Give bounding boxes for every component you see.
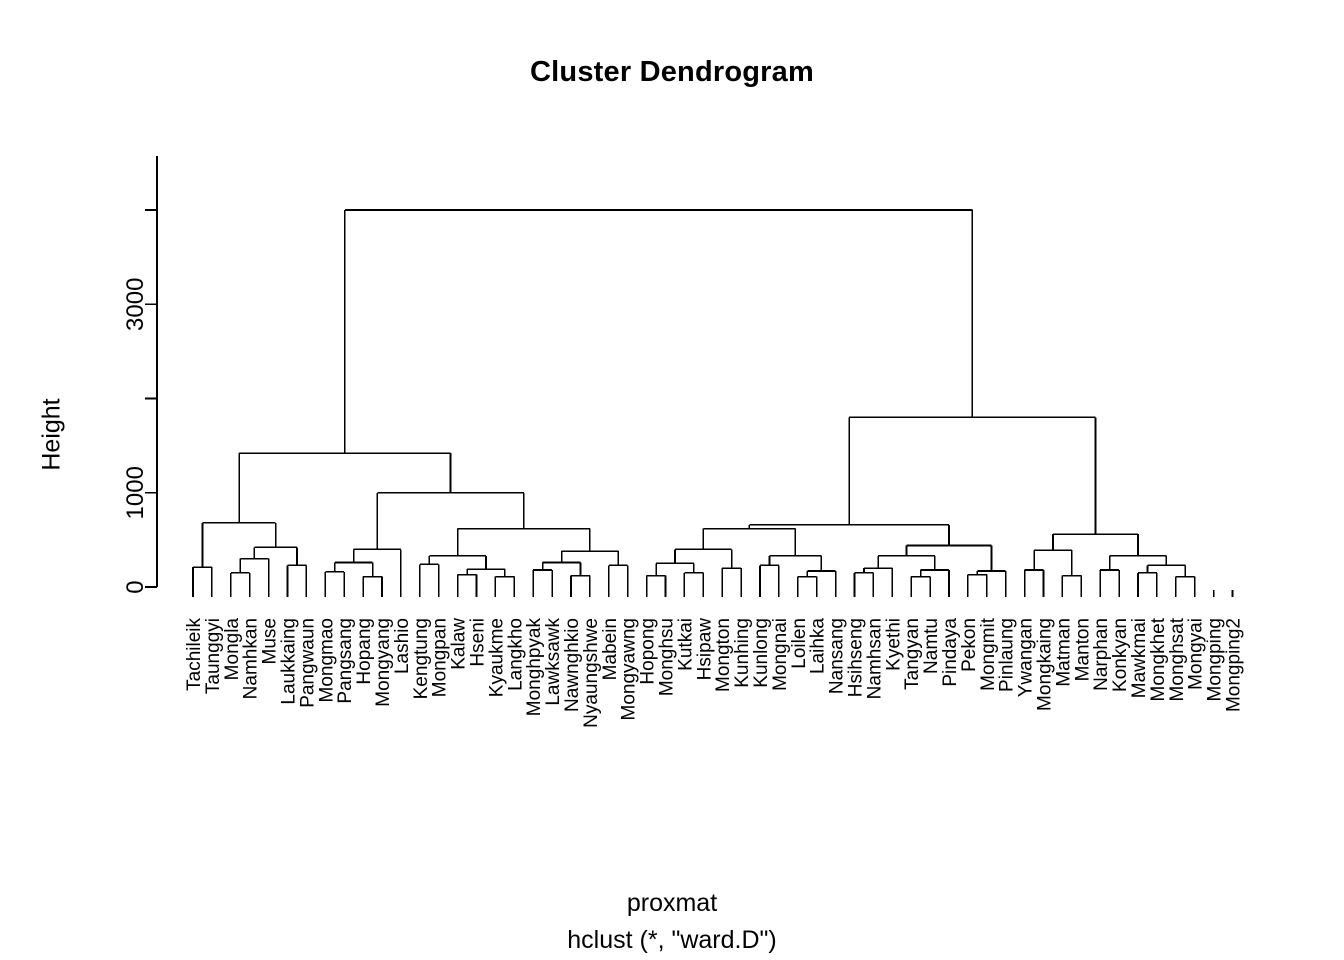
leaf-label: Manton xyxy=(1072,618,1093,681)
leaf-label: Langkho xyxy=(505,618,526,691)
caption-dataset: proxmat xyxy=(626,889,718,917)
leaf-label: Nyaungshwe xyxy=(581,618,602,728)
leaf-label: Mongping2 xyxy=(1224,618,1245,712)
leaf-label: Konkyan xyxy=(1110,618,1131,692)
leaf-label: Mongkaing xyxy=(1035,618,1056,711)
leaf-label: Pangwaun xyxy=(297,618,318,708)
leaf-label: Mongyawng xyxy=(619,618,640,720)
leaf-label: Mabein xyxy=(600,618,621,680)
leaf-label: Kutkai xyxy=(675,618,696,671)
y-axis-tick-label: 1000 xyxy=(122,466,149,519)
leaf-label: Mawkmai xyxy=(1129,618,1150,698)
leaf-label: Monghsat xyxy=(1167,617,1188,701)
page-title: Cluster Dendrogram xyxy=(530,56,814,88)
leaf-label: Mongkhet xyxy=(1148,617,1169,701)
leaf-label: Mongmao xyxy=(316,618,337,703)
leaf-label: Mongton xyxy=(713,618,734,692)
leaf-label: Pinlaung xyxy=(997,618,1018,692)
leaf-label: Lashio xyxy=(392,618,413,674)
leaf-label: Namhkan xyxy=(241,618,262,699)
leaf-label: Hopang xyxy=(354,618,375,685)
leaf-label: Monghsu xyxy=(657,618,678,696)
leaf-label: Matman xyxy=(1053,618,1074,687)
leaf-label: Nansang xyxy=(827,618,848,694)
leaf-label: Kunlong xyxy=(751,618,772,688)
leaf-label: Kengtung xyxy=(411,618,432,699)
leaf-label: Namhsan xyxy=(864,618,885,699)
leaf-label: Mongla xyxy=(222,618,243,681)
leaf-label: Muse xyxy=(260,618,281,664)
leaf-label: Pindaya xyxy=(940,618,961,687)
leaf-label: Mongmit xyxy=(978,617,999,691)
leaf-label: Hseni xyxy=(468,618,489,667)
leaf-label: Taunggyi xyxy=(203,618,224,694)
leaf-label: Hopong xyxy=(638,618,659,685)
leaf-labels: TachileikTaunggyiMonglaNamhkanMuseLaukka… xyxy=(184,590,1245,728)
leaf-label: Mongpan xyxy=(430,618,451,697)
leaf-label: Monghpyak xyxy=(524,618,545,717)
leaf-label: Laihka xyxy=(808,618,829,674)
leaf-label: Mongping xyxy=(1205,618,1226,701)
caption-method: hclust (*, "ward.D") xyxy=(567,926,777,954)
leaf-label: Mongnai xyxy=(770,618,791,691)
leaf-label: Nawnghkio xyxy=(562,618,583,712)
leaf-label: Kunhing xyxy=(732,618,753,688)
leaf-label: Tachileik xyxy=(184,618,205,691)
leaf-label: Lawksawk xyxy=(543,618,564,706)
leaf-label: Narphan xyxy=(1091,618,1112,691)
leaf-label: Mongyang xyxy=(373,618,394,707)
leaf-label: Hsihseng xyxy=(846,618,867,697)
leaf-label: Tangyan xyxy=(902,618,923,690)
y-axis: 0 1000 3000 xyxy=(122,156,158,594)
dendrogram-tree xyxy=(192,209,1196,590)
leaf-label: Pekon xyxy=(959,618,980,672)
leaf-label: Kyaukme xyxy=(486,618,507,697)
leaf-label: Ywangan xyxy=(1016,618,1037,697)
y-axis-tick-label: 0 xyxy=(122,580,149,593)
leaf-label: Hsipaw xyxy=(694,618,715,681)
leaf-label: Mongyai xyxy=(1186,618,1207,690)
leaf-label: Namtu xyxy=(921,618,942,674)
leaf-label: Pangsang xyxy=(335,618,356,704)
leaf-label: Loilen xyxy=(789,618,810,669)
leaf-label: Kalaw xyxy=(449,618,470,670)
y-axis-tick-label: 3000 xyxy=(122,278,149,331)
leaf-label: Kyethi xyxy=(883,618,904,671)
leaf-label: Laukkaing xyxy=(279,618,300,705)
